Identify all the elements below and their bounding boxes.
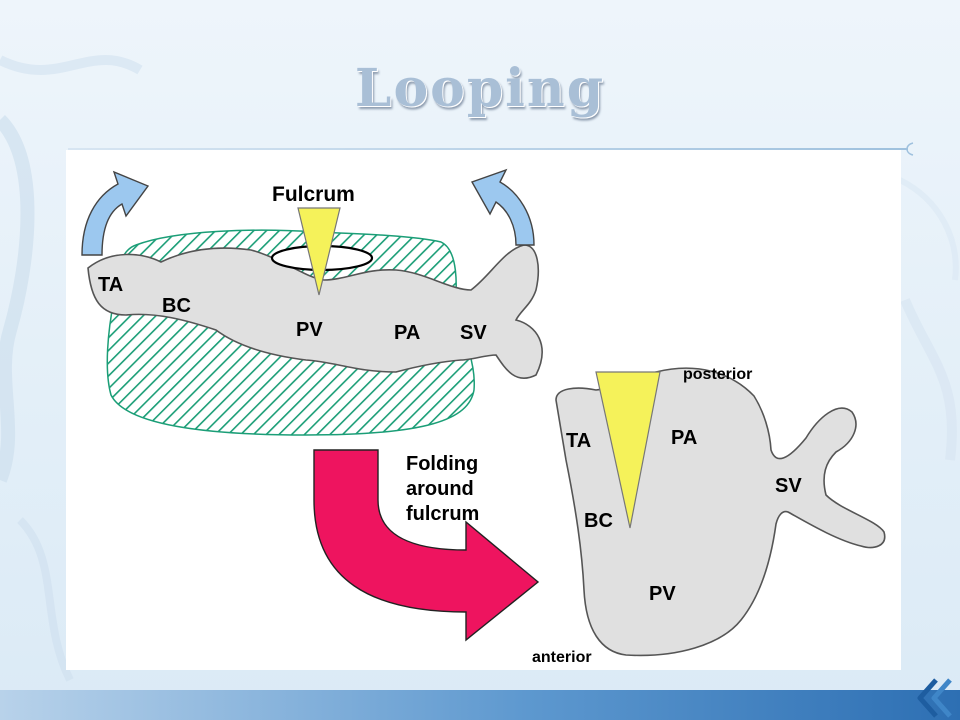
after-label-sv: SV — [775, 475, 802, 497]
after-label-pv: PV — [649, 583, 676, 605]
after-label-bc: BC — [584, 510, 613, 532]
looped-fulcrum-wedge — [595, 371, 661, 529]
title-underline — [68, 148, 908, 150]
before-label-ta: TA — [98, 274, 123, 296]
folding-caption-line-1: Folding — [406, 453, 478, 475]
underline-curl-ornament — [906, 142, 914, 156]
right-rotation-arrow — [470, 168, 535, 246]
before-label-pv: PV — [296, 319, 323, 341]
before-label-sv: SV — [460, 322, 487, 344]
folding-caption-line-3: fulcrum — [406, 503, 479, 525]
posterior-label: posterior — [683, 366, 752, 383]
folding-arrow — [313, 449, 540, 642]
slide-title: Looping — [354, 58, 606, 119]
before-label-bc: BC — [162, 295, 191, 317]
left-rotation-arrow — [81, 170, 150, 256]
after-label-pa: PA — [671, 427, 697, 449]
footer-bar — [0, 690, 960, 720]
looping-diagram: Fulcrum TA BC PV PA SV Folding around fu… — [66, 150, 901, 670]
folding-caption-line-2: around — [406, 478, 474, 500]
looping-diagram-svg: Fulcrum TA BC PV PA SV Folding around fu… — [81, 168, 886, 666]
next-slide-chevrons-icon[interactable] — [912, 678, 958, 718]
before-label-pa: PA — [394, 322, 420, 344]
fulcrum-label: Fulcrum — [272, 183, 355, 206]
after-label-ta: TA — [566, 430, 591, 452]
fulcrum-wedge — [297, 207, 341, 296]
anterior-label: anterior — [532, 649, 592, 666]
